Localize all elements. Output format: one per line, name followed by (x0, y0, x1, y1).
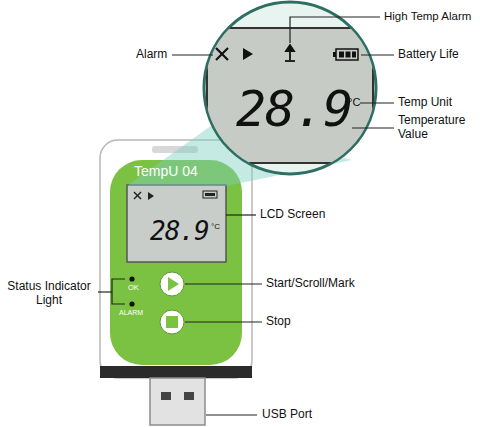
battery-tip (333, 52, 336, 57)
unit-symbol: °C (211, 222, 220, 231)
small-battery-fill (205, 193, 215, 196)
light-label: OK (128, 284, 139, 293)
battery-bar (352, 52, 356, 58)
callout-label: Temperature Value (398, 114, 474, 142)
callout-label: Alarm (136, 48, 167, 62)
small-play-icon (148, 192, 154, 200)
callout-label: USB Port (262, 408, 312, 422)
start-button (160, 272, 184, 296)
callout-label: LCD Screen (260, 208, 325, 222)
callout-label: Temp Unit (398, 96, 452, 110)
callout-label: High Temp Alarm (384, 10, 471, 23)
alarm-icon (216, 48, 228, 60)
battery-bar (346, 52, 351, 58)
callout-label: Stop (266, 315, 291, 329)
callout-label: Start/Scroll/Mark (266, 277, 355, 291)
temperature-reading: 28.9 (150, 218, 209, 244)
stop-symbol (166, 316, 178, 328)
stop-button (160, 310, 184, 334)
housing-band (100, 366, 252, 378)
green-panel (110, 160, 242, 365)
usb-plug (150, 378, 205, 425)
light-label: ALARM (119, 309, 143, 317)
battery-icon (336, 49, 358, 60)
high-temp-icon (285, 45, 295, 61)
small-lcd-icons (134, 192, 141, 199)
temperature-reading: 28.9 (236, 84, 352, 134)
callout-label: Status Indicator Light (2, 280, 96, 308)
play-icon (243, 48, 253, 60)
unit-symbol: °C (348, 96, 360, 109)
small-lcd (127, 185, 226, 262)
battery-bar (339, 52, 344, 58)
leader-lines (98, 17, 394, 415)
usb-hole (184, 392, 194, 400)
callout-label: Battery Life (398, 48, 459, 62)
usb-hole (161, 392, 171, 400)
start-symbol (168, 277, 179, 291)
magnified-lcd (207, 28, 373, 163)
alarm-light (129, 301, 134, 306)
small-battery-icon (203, 191, 217, 198)
model-name: TempU 04 (134, 163, 198, 179)
ok-light (129, 276, 134, 281)
